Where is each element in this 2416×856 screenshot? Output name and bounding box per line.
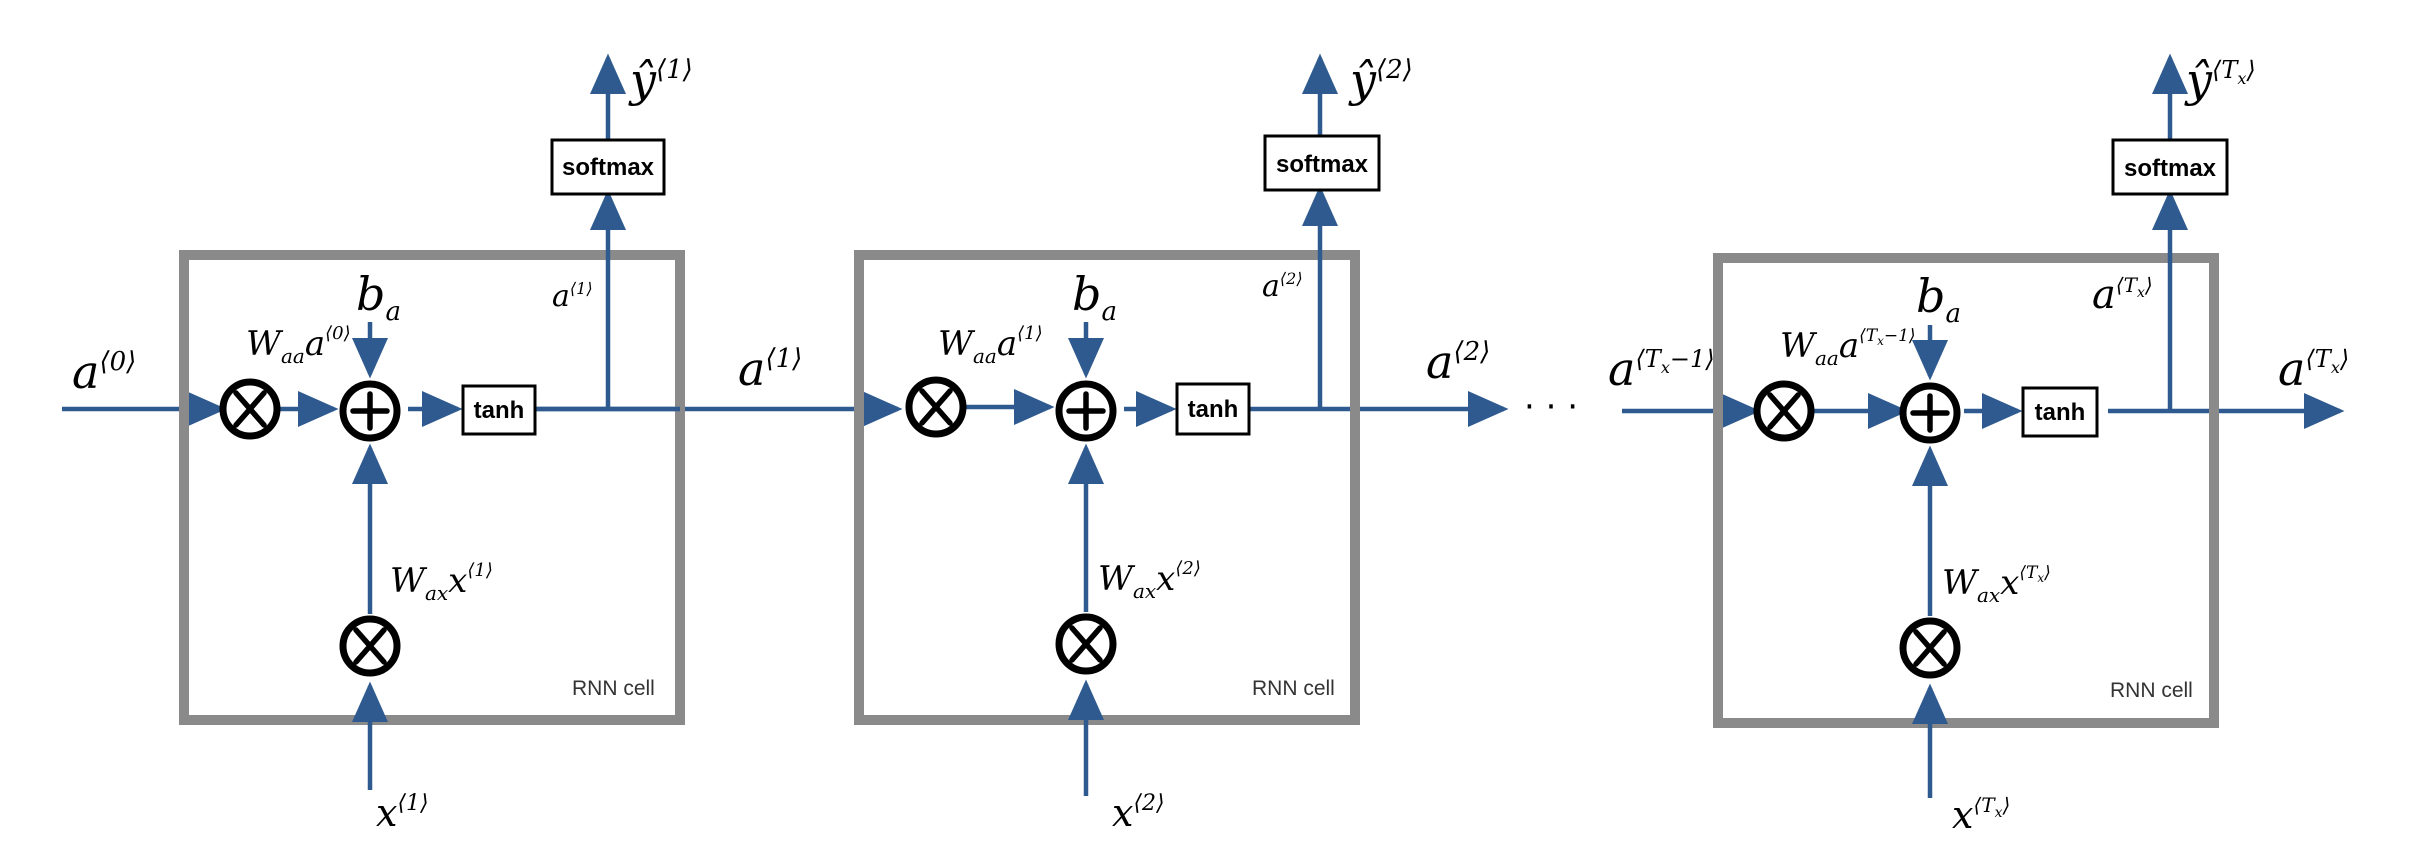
a0-label: a⟨0⟩ [72,345,136,399]
add-op-icon [1055,380,1117,442]
y-hat-label: ŷ⟨Tx⟩ [2184,53,2256,107]
multiply-op-icon [1055,613,1117,675]
multiply-op-icon [905,376,967,438]
a1-between-label: a⟨1⟩ [738,342,802,396]
svg-text:softmax: softmax [1276,151,1369,178]
waa-term-label: Waaa⟨0⟩ [246,323,351,368]
bias-label: ba [1916,269,1961,329]
svg-text:tanh: tanh [2035,399,2086,426]
x-input-label: x⟨Tx⟩ [1952,793,2010,837]
aTx-minus1-input-label: a⟨Tx−1⟩ [1608,342,1715,396]
rnn-cell-2: RNN cell tanh softmax Waaa⟨1⟩ [854,53,1413,835]
rnn-cell-3: RNN cell tanh softmax Waaa⟨Tx−1⟩ [1713,53,2256,837]
cell-caption: RNN cell [572,677,655,700]
y-hat-label: ŷ⟨2⟩ [1348,53,1413,107]
hidden-state-label: a⟨1⟩ [552,279,593,314]
cell-border [179,250,685,725]
a2-between-label: a⟨2⟩ [1426,335,1490,389]
tanh-box: tanh [2021,386,2099,438]
multiply-op-icon [1899,617,1961,679]
rnn-cell-1: RNN cell tanh softmax Waaa⟨ [179,53,693,835]
svg-text:softmax: softmax [562,154,655,181]
svg-text:softmax: softmax [2124,155,2217,182]
cell-border [854,250,1360,725]
tanh-box: tanh [1175,382,1251,436]
svg-text:tanh: tanh [1188,396,1239,423]
hidden-state-label: a⟨2⟩ [1262,269,1303,304]
ellipsis: · · · [1524,387,1578,427]
cell-caption: RNN cell [2110,679,2193,702]
softmax-box: softmax [1263,134,1381,192]
hidden-state-label: a⟨Tx⟩ [2092,272,2153,318]
bias-label: ba [356,267,401,327]
cell-border [1713,253,2219,728]
multiply-op-icon [339,615,401,677]
softmax-box: softmax [2111,138,2229,196]
cell-caption: RNN cell [1252,677,1335,700]
aTx-output-label: a⟨Tx⟩ [2278,342,2349,396]
tanh-box: tanh [461,384,537,436]
wax-term-label: Waxx⟨2⟩ [1098,558,1201,603]
add-op-icon [1899,382,1961,444]
x-input-label: x⟨2⟩ [1112,791,1165,835]
y-hat-label: ŷ⟨1⟩ [628,53,693,107]
wax-term-label: Waxx⟨1⟩ [390,560,493,605]
multiply-op-icon [219,378,281,440]
x-input-label: x⟨1⟩ [376,791,429,835]
waa-term-label: Waaa⟨Tx−1⟩ [1780,326,1916,370]
svg-text:tanh: tanh [474,397,525,424]
waa-term-label: Waaa⟨1⟩ [938,323,1043,368]
multiply-op-icon [1753,380,1815,442]
add-op-icon [339,380,401,442]
bias-label: ba [1072,267,1117,327]
softmax-box: softmax [550,138,666,196]
wax-term-label: Waxx⟨Tx⟩ [1942,563,2051,607]
